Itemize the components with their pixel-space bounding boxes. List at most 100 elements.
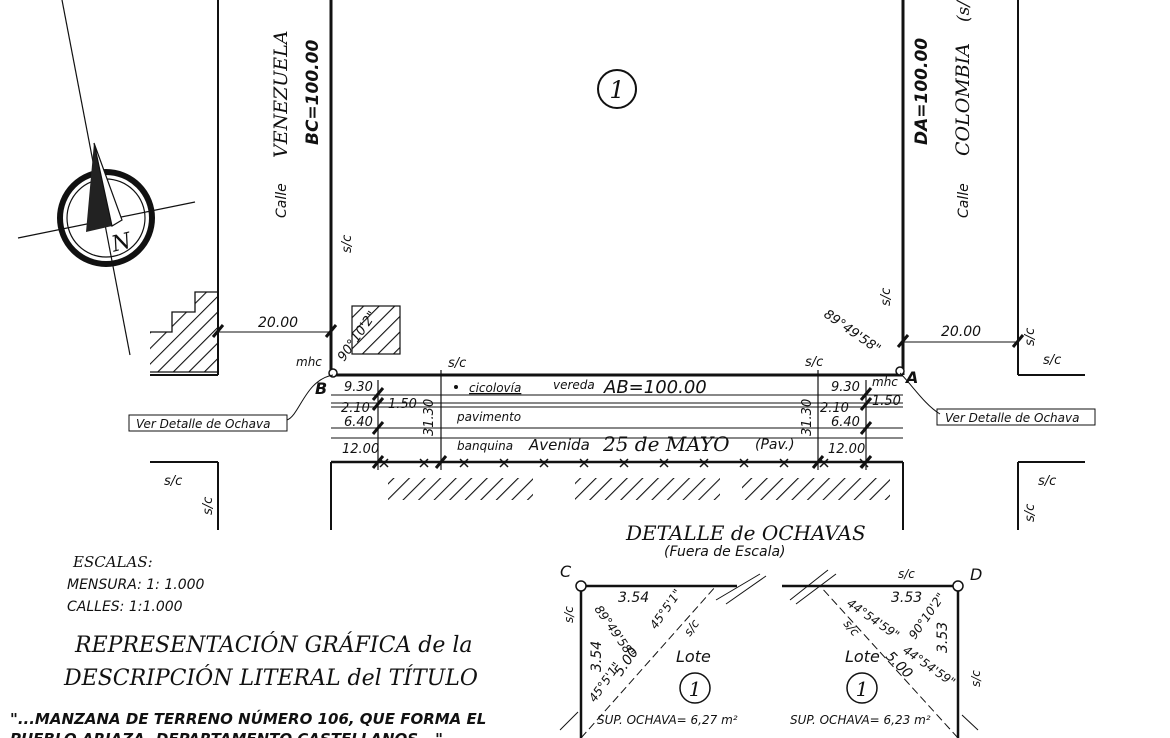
fence-x-mark xyxy=(539,458,549,468)
bike-lane-dot xyxy=(454,385,458,389)
detail-subtitle: (Fuera de Escala) xyxy=(664,544,786,560)
detail-right-lote: Lote xyxy=(845,647,880,666)
detail-right-lot-number: 1 xyxy=(856,677,869,701)
fence-x-mark xyxy=(739,458,749,468)
quote-line2: PUEBLO ARIAZA, DEPARTAMENTO CASTELLANOS.… xyxy=(10,730,443,738)
quote-line1: "...MANZANA DE TERRENO NÚMERO 106, QUE F… xyxy=(10,709,486,728)
angle-box-b xyxy=(351,305,401,355)
detail-left-area: SUP. OCHAVA= 6,27 m² xyxy=(597,713,738,727)
profile-width-left: 2.10 xyxy=(341,401,370,416)
boundary-ticks xyxy=(211,324,1025,469)
right-street-prefix: Calle xyxy=(956,183,972,218)
lot-outline xyxy=(329,0,905,377)
vertex-c-label: C xyxy=(560,562,572,581)
detail-right-side-top: 3.53 xyxy=(891,590,922,606)
callout-left-text: Ver Detalle de Ochava xyxy=(136,417,270,431)
bike-lane-label: cicolovía xyxy=(469,381,521,395)
heading-line2: DESCRIPCIÓN LITERAL del TÍTULO xyxy=(63,664,478,691)
hatch-areas xyxy=(150,292,890,500)
detail-left-side-top: 3.54 xyxy=(618,590,649,606)
fence-x-mark xyxy=(579,458,589,468)
right-street-suffix: (s/ xyxy=(954,0,974,22)
profile-width-left: 9.30 xyxy=(344,380,373,395)
sc-mark: s/c xyxy=(898,567,915,581)
fence-x-mark xyxy=(819,458,829,468)
street-lines xyxy=(150,0,1085,530)
sc-mark: s/c xyxy=(1023,328,1038,346)
sc-mark: s/c xyxy=(805,355,823,370)
shoulder-label: banquina xyxy=(457,439,513,453)
detail-left-lot-number: 1 xyxy=(689,677,702,701)
scales-title: ESCALAS: xyxy=(72,553,153,571)
sc-mark: s/c xyxy=(340,235,355,253)
profile-width-left: 1.50 xyxy=(388,397,417,412)
fence-x-mark xyxy=(659,458,669,468)
street-width-right: 20.00 xyxy=(941,324,981,340)
mhc-mark-b: mhc xyxy=(296,355,322,369)
scale-calles: CALLES: 1:1.000 xyxy=(67,599,183,615)
profile-width-right: 9.30 xyxy=(831,380,860,395)
vertex-b-label: B xyxy=(315,379,327,398)
profile-width-right: 12.00 xyxy=(828,442,865,457)
sc-mark: s/c xyxy=(969,670,983,687)
sc-mark: s/c xyxy=(562,606,576,623)
detail-left-lot-circle xyxy=(679,672,711,704)
profile-width-right: 2.10 xyxy=(820,401,849,416)
callout-right xyxy=(899,372,1096,426)
sidewalk-label: vereda xyxy=(553,378,595,392)
profile-width-left: 6.40 xyxy=(344,415,373,430)
sc-mark: s/c xyxy=(1023,504,1038,522)
profile-total-right: 31.30 xyxy=(800,399,815,436)
vertex-c-marker xyxy=(575,580,587,592)
fence-x-mark xyxy=(499,458,509,468)
side-da-label: DA=100.00 xyxy=(912,38,932,145)
sc-mark: s/c xyxy=(164,474,182,489)
fence-x-mark xyxy=(379,458,389,468)
callout-right-text: Ver Detalle de Ochava xyxy=(945,411,1079,425)
left-street-prefix: Calle xyxy=(274,183,290,218)
detail-right-area: SUP. OCHAVA= 6,23 m² xyxy=(790,713,931,727)
vertex-d-label: D xyxy=(970,565,982,584)
right-street-name: COLOMBIA xyxy=(952,43,974,156)
sc-mark: s/c xyxy=(201,497,216,515)
side-bc-label: BC=100.00 xyxy=(303,40,323,145)
detail-left-side-left: 3.54 xyxy=(589,641,605,672)
north-label: N xyxy=(108,229,134,258)
fence-x-mark xyxy=(779,458,789,468)
detail-left-angle2: 45°5'1" xyxy=(647,587,684,632)
sc-mark: s/c xyxy=(1043,353,1061,368)
profile-width-right: 6.40 xyxy=(831,415,860,430)
avenue-type: Avenida xyxy=(528,436,590,454)
vertex-d-marker xyxy=(952,580,964,592)
profile-width-left: 12.00 xyxy=(342,442,379,457)
avenue-paved: (Pav.) xyxy=(755,437,795,453)
detail-right-side-right: 3.53 xyxy=(935,622,951,653)
profile-width-right: 1.50 xyxy=(872,394,901,409)
stairs-outline xyxy=(150,291,219,373)
side-ab-label: AB=100.00 xyxy=(603,377,707,398)
avenue-name: 25 de MAYO xyxy=(602,432,730,456)
lot-number: 1 xyxy=(609,76,624,104)
left-street-name: VENEZUELA xyxy=(270,30,292,158)
mhc-mark-a: mhc xyxy=(872,375,898,389)
angle-a-label: 89°49'58" xyxy=(821,307,883,357)
detail-left-lote: Lote xyxy=(676,647,711,666)
north-arrow: N xyxy=(17,0,196,356)
fence-x-mark xyxy=(459,458,469,468)
sc-mark: s/c xyxy=(448,356,466,371)
pavement-label: pavimento xyxy=(456,410,521,424)
profile-total-left: 31.30 xyxy=(422,399,437,436)
fence-x-mark xyxy=(619,458,629,468)
fence-x-mark xyxy=(419,458,429,468)
sc-mark: s/c xyxy=(681,617,702,639)
heading-line1: REPRESENTACIÓN GRÁFICA de la xyxy=(74,631,473,658)
sc-mark: s/c xyxy=(879,288,894,306)
fence-x-mark xyxy=(699,458,709,468)
vertex-a-label: A xyxy=(904,368,918,387)
scale-mensura: MENSURA: 1: 1.000 xyxy=(67,577,205,593)
detail-title: DETALLE de OCHAVAS xyxy=(625,521,866,545)
lot-number-circle xyxy=(597,69,637,109)
callout-left xyxy=(128,374,334,432)
street-width-left: 20.00 xyxy=(258,315,298,331)
